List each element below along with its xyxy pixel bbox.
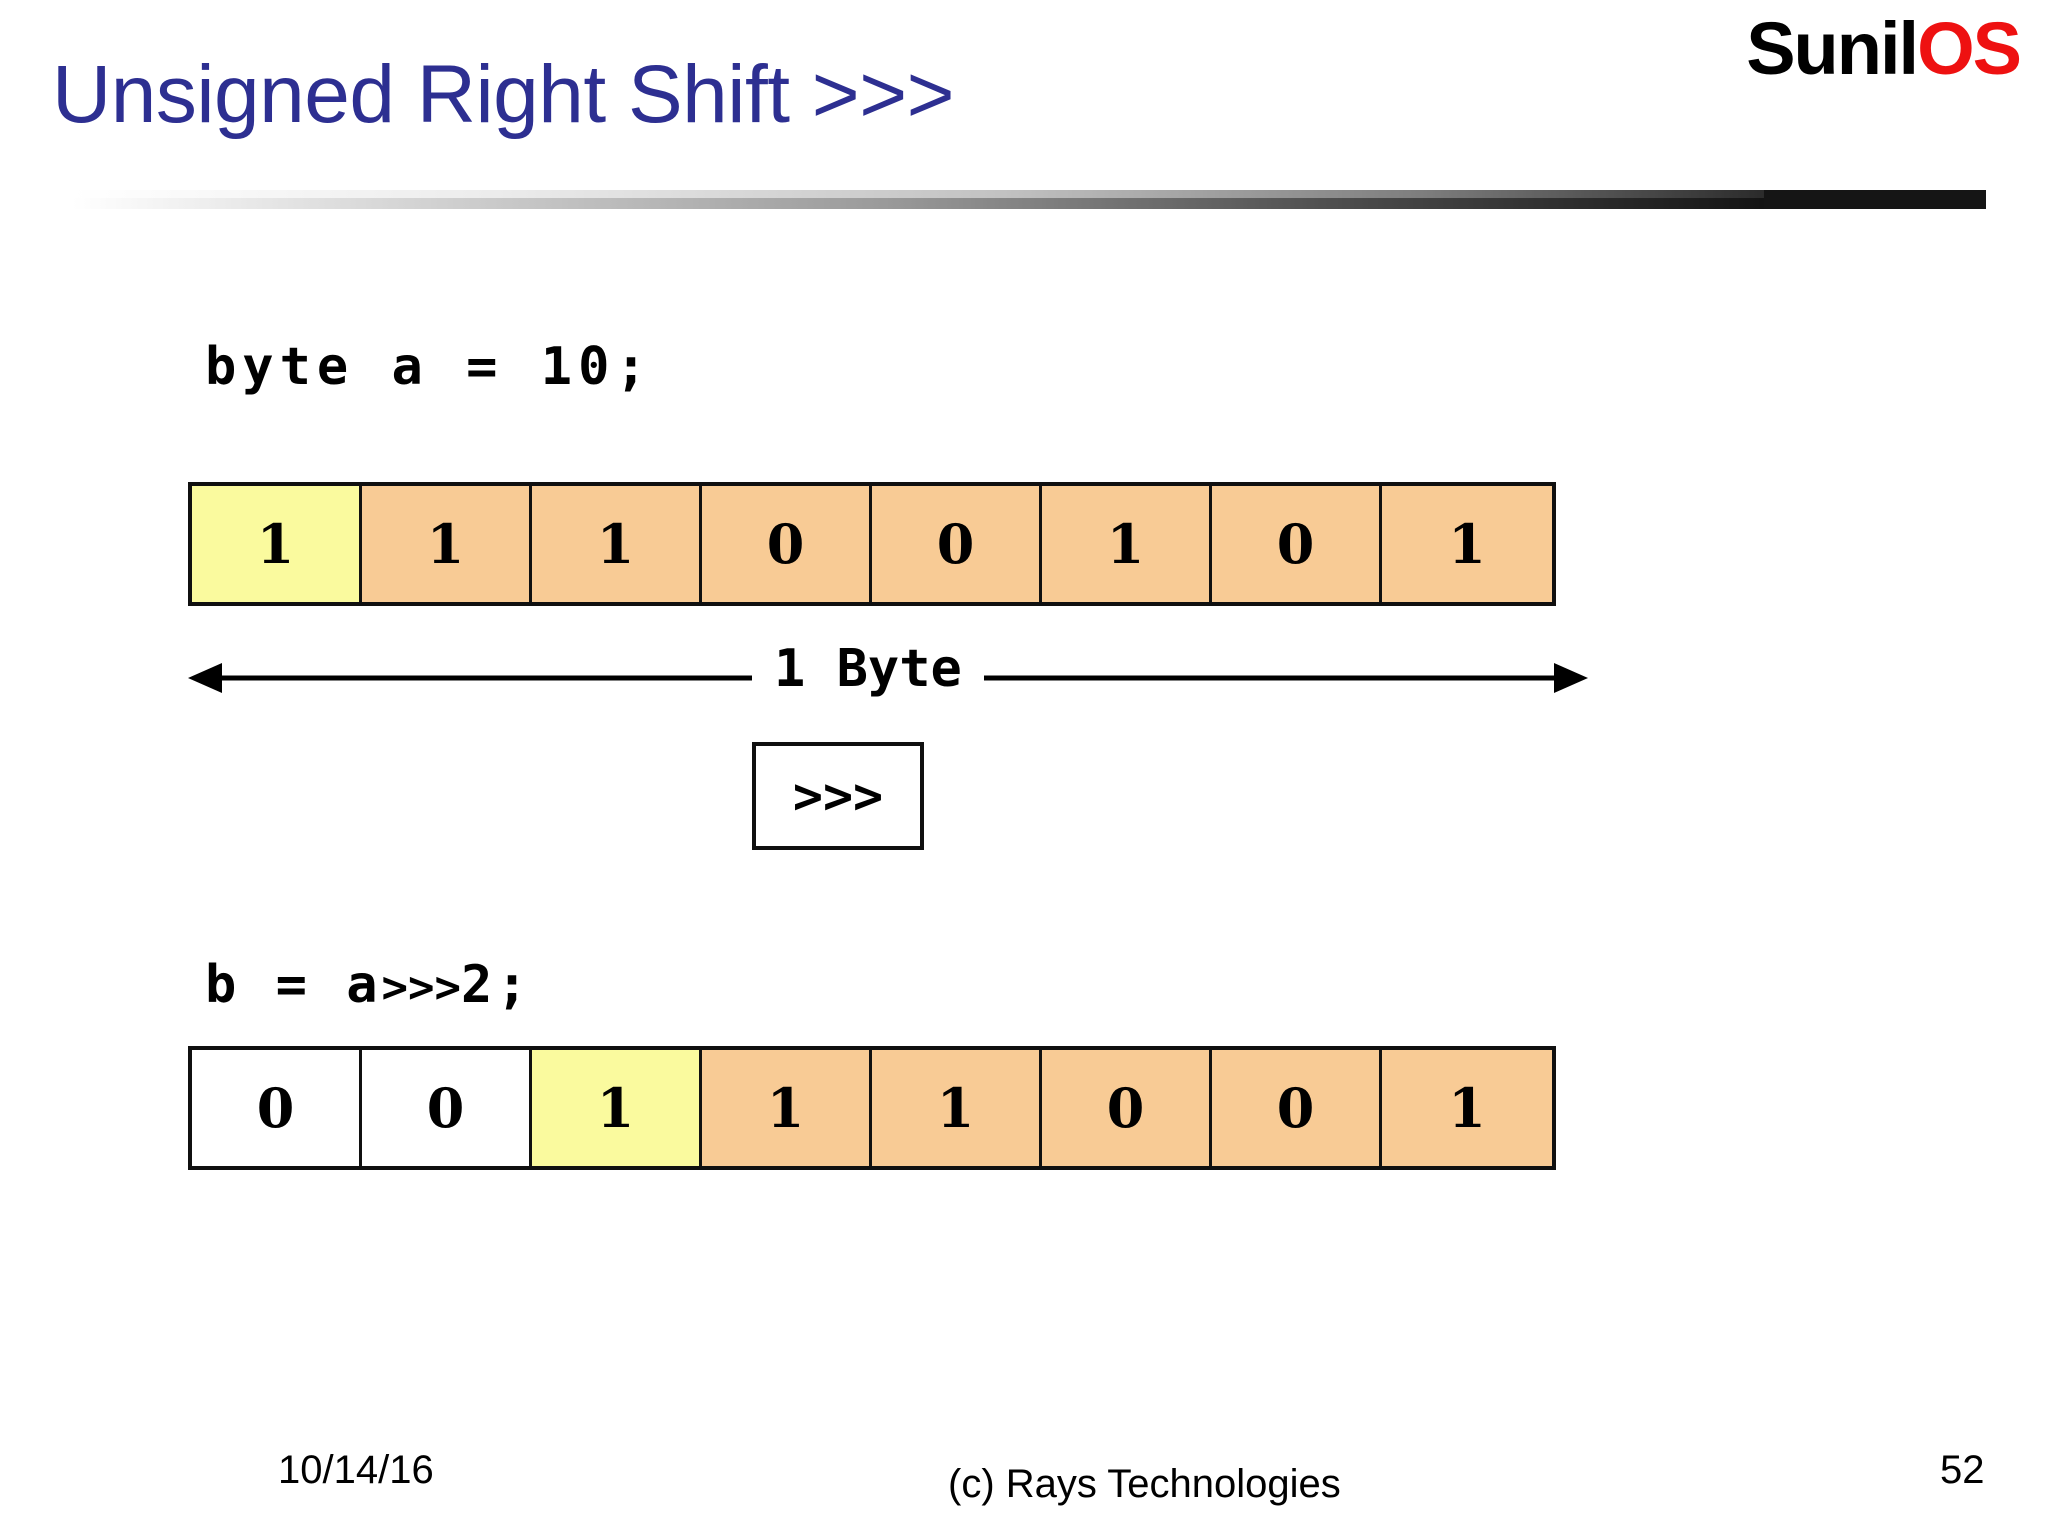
logo-text-sunil: Sunil — [1746, 7, 1919, 90]
shift-operator-box: >>> — [752, 742, 924, 850]
bit-value: 1 — [596, 1076, 635, 1140]
bit-value: 1 — [256, 512, 295, 576]
bit-value: 0 — [1276, 1076, 1315, 1140]
sunilos-logo: SunilOS — [1746, 12, 2022, 86]
bit-cell: 1 — [702, 1050, 872, 1166]
bit-value: 0 — [1106, 1076, 1145, 1140]
footer-copyright: (c) Rays Technologies — [948, 1462, 1341, 1506]
bit-cell: 0 — [192, 1050, 362, 1166]
logo-text-os: OS — [1917, 7, 2022, 90]
bit-value: 1 — [1448, 512, 1486, 576]
bit-cell: 1 — [362, 486, 532, 602]
bit-cell: 0 — [1212, 486, 1382, 602]
code-declaration-text: byte a = 10; — [205, 337, 653, 397]
bit-cell: 1 — [1382, 1050, 1552, 1166]
footer-date: 10/14/16 — [278, 1448, 434, 1492]
bit-cell: 1 — [532, 1050, 702, 1166]
bit-cell: 0 — [1042, 1050, 1212, 1166]
bit-value: 1 — [596, 512, 635, 576]
bit-value: 0 — [256, 1076, 295, 1140]
title-divider-upper — [72, 190, 1764, 199]
bit-cell: 1 — [532, 486, 702, 602]
bit-value: 0 — [426, 1076, 465, 1140]
code-shift-text: b = a>>>2; — [205, 955, 532, 1015]
title-divider — [72, 198, 1764, 209]
bit-value: 1 — [766, 1076, 805, 1140]
bit-value: 0 — [766, 512, 805, 576]
shift-operator-label: >>> — [792, 767, 884, 825]
bit-value: 1 — [1448, 1076, 1486, 1140]
code-shift-prefix: b = a — [205, 955, 382, 1015]
footer-page-number: 52 — [1940, 1448, 1985, 1492]
bit-cell: 1 — [1382, 486, 1552, 602]
bit-cell: 1 — [1042, 486, 1212, 602]
title-divider-cap — [1764, 190, 1986, 209]
bit-row-original: 1 1 1 0 0 1 0 1 — [188, 482, 1556, 606]
bit-cell: 0 — [872, 486, 1042, 602]
byte-width-label: 1 Byte — [752, 636, 984, 704]
bit-cell: 1 — [192, 486, 362, 602]
bit-cell: 0 — [362, 1050, 532, 1166]
bit-value: 1 — [1106, 512, 1145, 576]
bit-row-result: 0 0 1 1 1 0 0 1 — [188, 1046, 1556, 1170]
bit-cell: 1 — [872, 1050, 1042, 1166]
page-title: Unsigned Right Shift >>> — [52, 49, 954, 140]
bit-cell: 0 — [1212, 1050, 1382, 1166]
bit-value: 1 — [426, 512, 465, 576]
bit-value: 0 — [936, 512, 975, 576]
bit-value: 1 — [936, 1076, 975, 1140]
code-shift-suffix: 2; — [461, 955, 532, 1015]
code-shift-operator: >>> — [381, 962, 462, 1013]
bit-cell: 0 — [702, 486, 872, 602]
bit-value: 0 — [1276, 512, 1315, 576]
